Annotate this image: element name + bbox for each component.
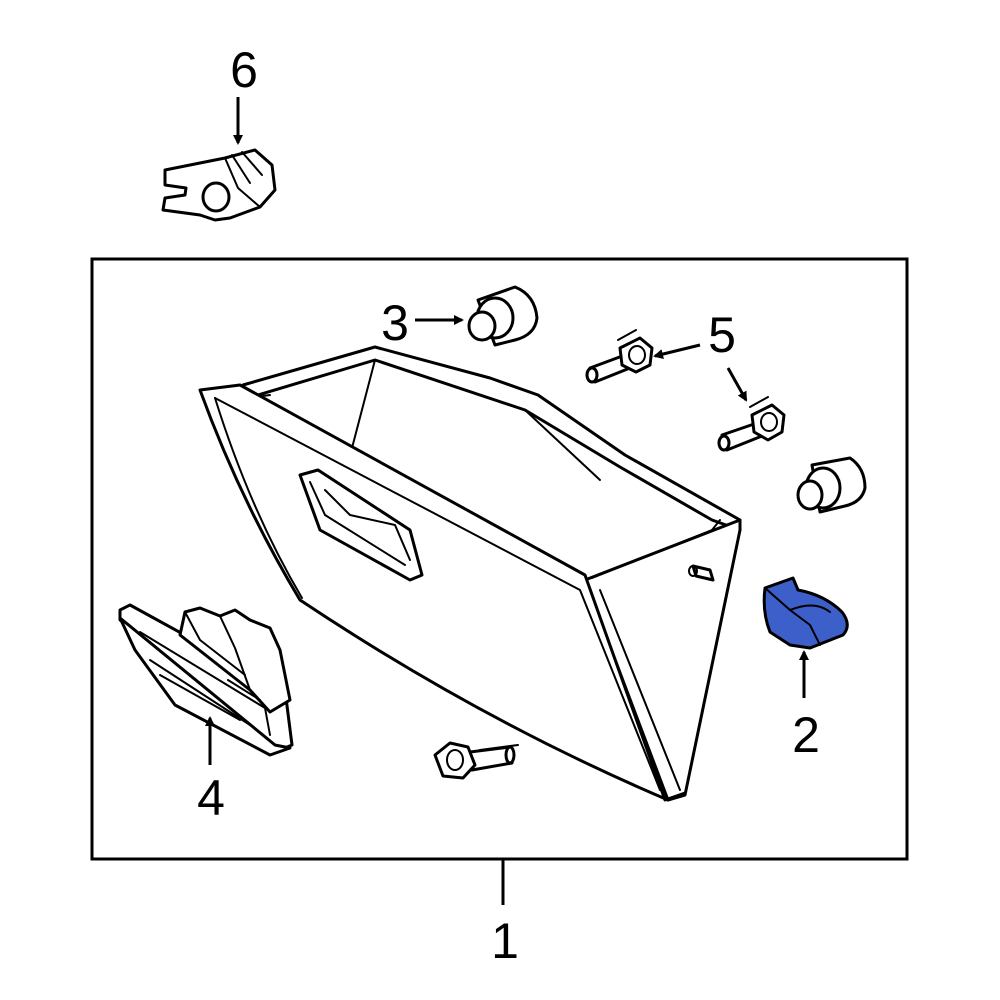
callout-5: 5: [708, 307, 736, 363]
part-5-screw-lower[interactable]: [717, 396, 786, 452]
leader-5-upper: [653, 343, 701, 359]
part-3-bumper[interactable]: [467, 285, 539, 347]
part-2-stopper-highlighted[interactable]: [762, 576, 849, 650]
part-1-glove-box[interactable]: [198, 345, 742, 802]
assembly-frame: [90, 257, 909, 861]
callout-2: 2: [792, 707, 820, 763]
part-6-hinge-pin[interactable]: [161, 148, 277, 222]
callout-4: 4: [197, 770, 225, 826]
callout-6: 6: [230, 42, 258, 98]
part-4-latch[interactable]: [118, 603, 294, 757]
callout-3: 3: [381, 295, 409, 351]
callout-1: 1: [491, 913, 519, 969]
leader-5-lower: [726, 367, 748, 402]
bolt-lower[interactable]: [433, 741, 519, 780]
part-5-screw-upper[interactable]: [585, 329, 654, 384]
bumper-right[interactable]: [796, 456, 867, 514]
